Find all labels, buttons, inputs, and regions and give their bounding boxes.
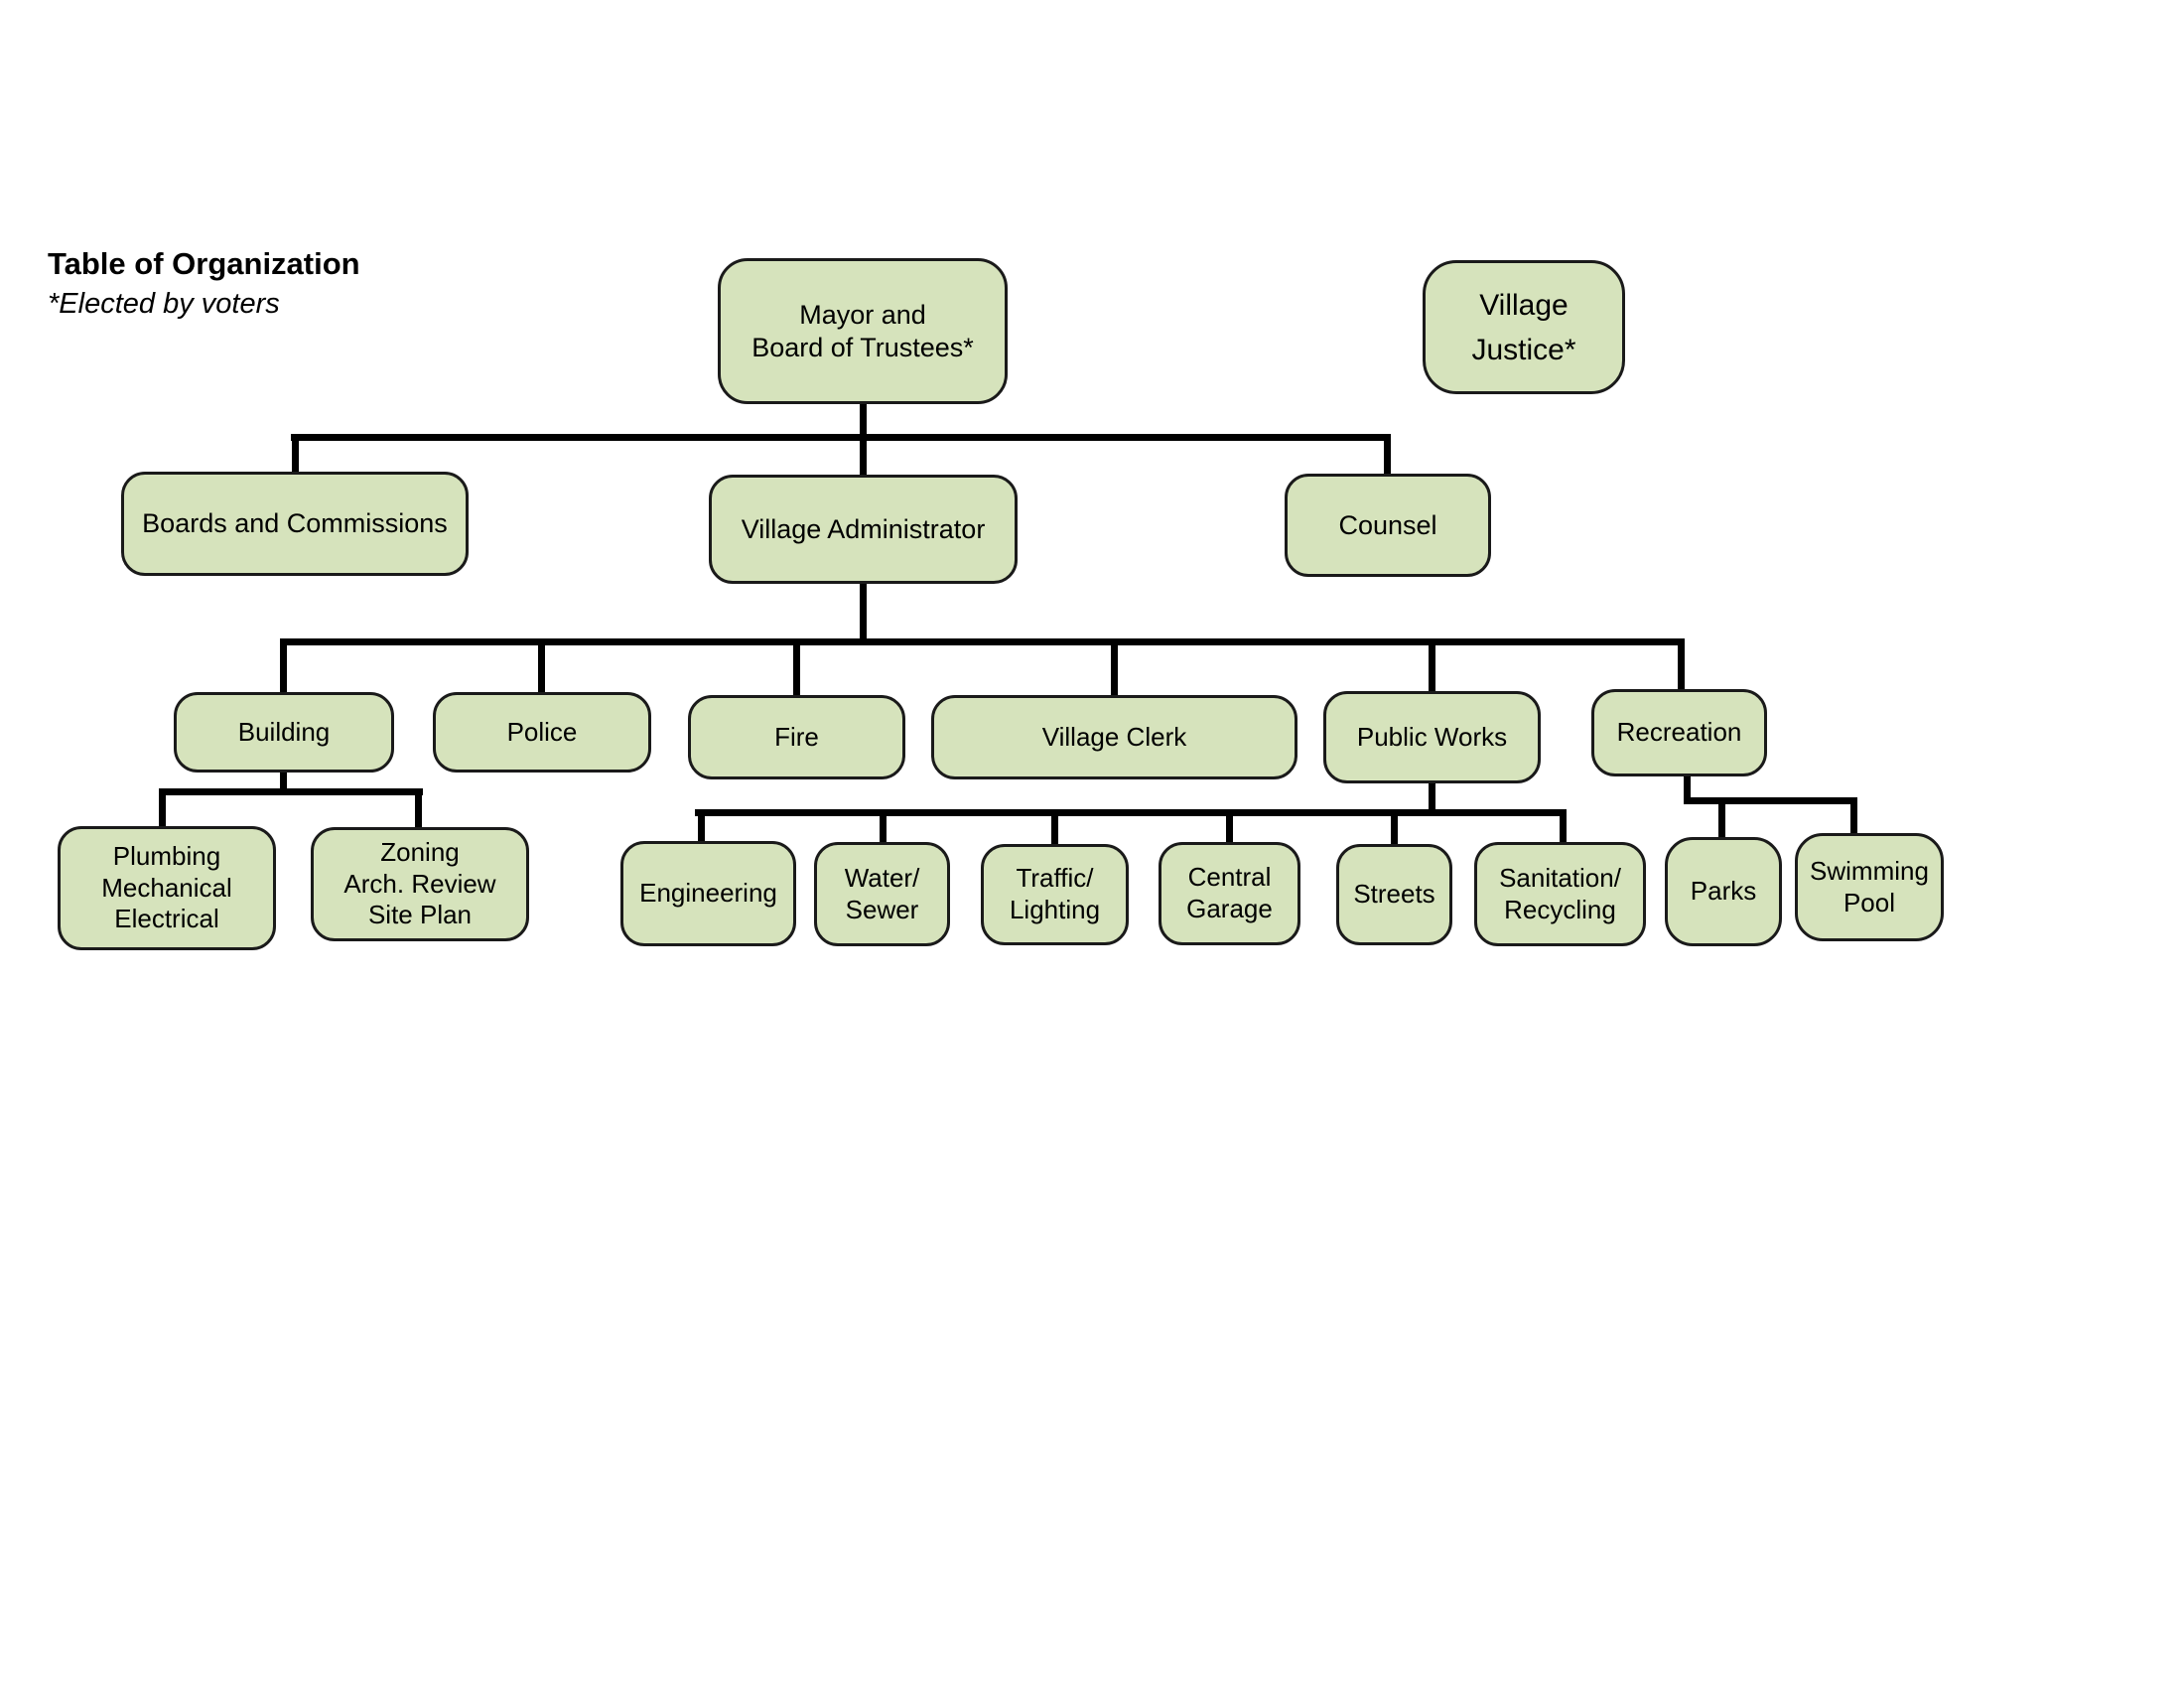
connector-drop-parks bbox=[1718, 797, 1725, 840]
node-village-justice: Village Justice* bbox=[1423, 260, 1625, 394]
connector-public-works-stub bbox=[1429, 781, 1435, 816]
connector-drop-streets bbox=[1391, 809, 1398, 847]
connector-drop-counsel bbox=[1384, 434, 1391, 477]
node-fire: Fire bbox=[688, 695, 905, 779]
node-streets: Streets bbox=[1336, 844, 1452, 945]
node-water-sewer: Water/ Sewer bbox=[814, 842, 950, 946]
connector-building-stub bbox=[280, 771, 287, 795]
connector-recreation-horizontal bbox=[1684, 797, 1857, 804]
connector-drop-recreation bbox=[1678, 638, 1685, 692]
node-recreation: Recreation bbox=[1591, 689, 1767, 776]
title-block: Table of Organization *Elected by voters bbox=[48, 246, 564, 322]
connector-drop-plumbing bbox=[159, 788, 166, 829]
connector-administrator-stub bbox=[860, 582, 867, 641]
connector-drop-police bbox=[538, 638, 545, 695]
node-zoning-arch-review-site-plan: Zoning Arch. Review Site Plan bbox=[311, 827, 529, 941]
node-sanitation-recycling: Sanitation/ Recycling bbox=[1474, 842, 1646, 946]
connector-drop-village-clerk bbox=[1111, 638, 1118, 698]
connector-recreation-stub bbox=[1684, 774, 1691, 804]
node-village-clerk: Village Clerk bbox=[931, 695, 1297, 779]
connector-drop-central-garage bbox=[1226, 809, 1233, 845]
connector-drop-building bbox=[280, 638, 287, 695]
connector-drop-sanitation bbox=[1560, 809, 1567, 845]
node-public-works: Public Works bbox=[1323, 691, 1541, 783]
connector-mayor-stub bbox=[860, 403, 867, 441]
page-title: Table of Organization bbox=[48, 246, 360, 281]
node-parks: Parks bbox=[1665, 837, 1782, 946]
connector-drop-traffic-lighting bbox=[1051, 809, 1058, 847]
connector-level1-horizontal bbox=[291, 434, 1391, 441]
connector-drop-zoning bbox=[415, 788, 422, 830]
node-police: Police bbox=[433, 692, 651, 773]
node-building: Building bbox=[174, 692, 394, 773]
node-plumbing-mechanical-electrical: Plumbing Mechanical Electrical bbox=[58, 826, 276, 950]
connector-drop-water-sewer bbox=[880, 809, 887, 845]
connector-drop-administrator bbox=[860, 434, 867, 478]
connector-drop-boards bbox=[292, 434, 299, 475]
node-boards-and-commissions: Boards and Commissions bbox=[121, 472, 469, 576]
node-swimming-pool: Swimming Pool bbox=[1795, 833, 1944, 941]
node-traffic-lighting: Traffic/ Lighting bbox=[981, 844, 1129, 945]
node-central-garage: Central Garage bbox=[1159, 842, 1300, 945]
connector-drop-fire bbox=[793, 638, 800, 698]
node-mayor-board-of-trustees: Mayor and Board of Trustees* bbox=[718, 258, 1008, 404]
connector-building-horizontal bbox=[159, 788, 423, 795]
connector-drop-swimming-pool bbox=[1850, 797, 1857, 836]
elected-by-voters-note: *Elected by voters bbox=[48, 287, 280, 320]
node-counsel: Counsel bbox=[1285, 474, 1491, 577]
connector-drop-engineering bbox=[698, 809, 705, 844]
node-village-administrator: Village Administrator bbox=[709, 475, 1018, 584]
connector-drop-public-works bbox=[1429, 638, 1435, 694]
node-engineering: Engineering bbox=[620, 841, 796, 946]
connector-public-works-horizontal bbox=[695, 809, 1567, 816]
connector-level2-horizontal bbox=[281, 638, 1685, 645]
